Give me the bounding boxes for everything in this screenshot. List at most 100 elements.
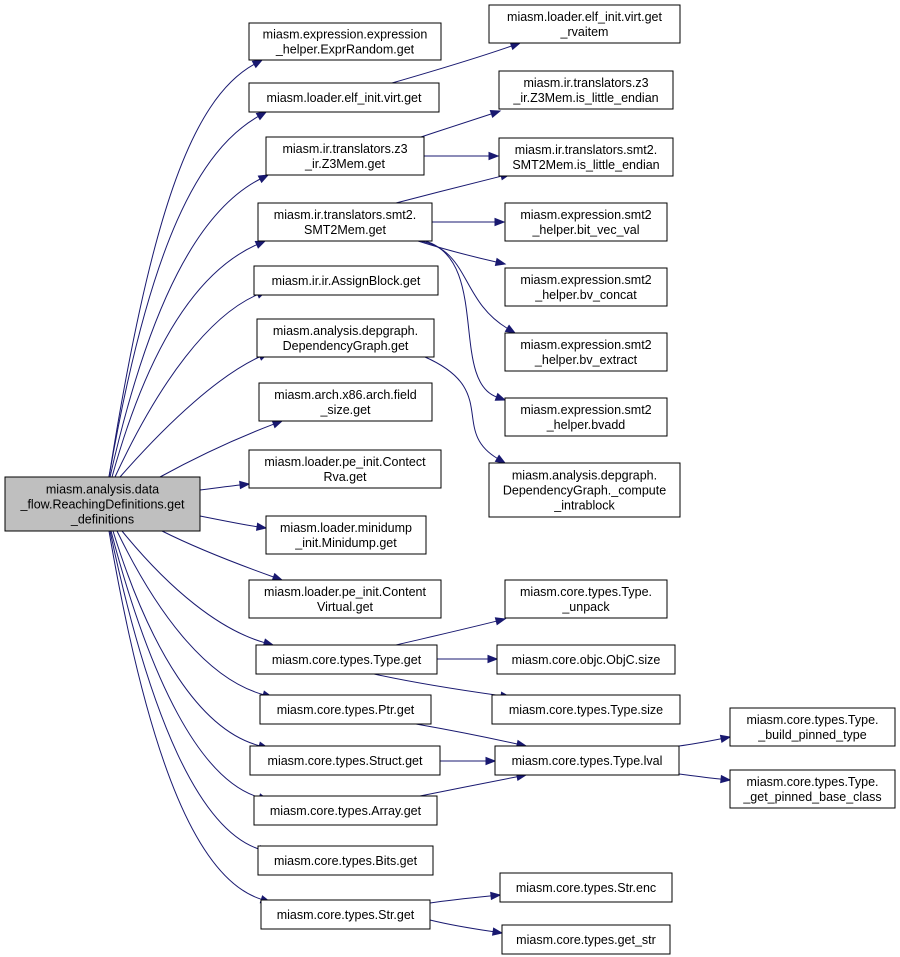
node-label-line: _helper.ExprRandom.get xyxy=(275,43,415,57)
node-array-get[interactable]: miasm.core.types.Array.get xyxy=(253,795,438,826)
node-build-pinned-type[interactable]: miasm.core.types.Type._build_pinned_type xyxy=(729,707,896,747)
node-smt2mem-get[interactable]: miasm.ir.translators.smt2.SMT2Mem.get xyxy=(257,202,433,242)
node-box xyxy=(729,707,896,747)
node-get-pinned-base-class[interactable]: miasm.core.types.Type._get_pinned_base_c… xyxy=(729,769,896,809)
node-label-line: miasm.expression.smt2 xyxy=(520,338,651,352)
node-label-line: DependencyGraph._compute xyxy=(503,484,666,498)
node-bvadd[interactable]: miasm.expression.smt2_helper.bvadd xyxy=(504,397,668,437)
edge-line xyxy=(417,240,497,263)
edge-root-to-content_virtual_get xyxy=(161,530,284,581)
node-label-line: SMT2Mem.is_little_endian xyxy=(512,158,659,172)
node-type-lval[interactable]: miasm.core.types.Type.lval xyxy=(494,745,680,776)
node-label-line: miasm.core.objc.ObjC.size xyxy=(512,653,661,667)
node-assignblock-get[interactable]: miasm.ir.ir.AssignBlock.get xyxy=(253,265,439,296)
arrowhead xyxy=(720,774,732,784)
edge-smt2mem_get-to-bv_concat xyxy=(417,240,507,267)
edge-root-to-expr_random_get xyxy=(108,59,264,478)
node-label-line: miasm.core.types.Type.lval xyxy=(512,754,663,768)
node-label-line: miasm.core.types.Str.enc xyxy=(516,881,656,895)
arrowhead xyxy=(487,654,499,664)
node-box xyxy=(504,202,668,242)
node-label-line: miasm.expression.smt2 xyxy=(520,208,651,222)
node-label-line: miasm.core.types.Type.get xyxy=(272,653,422,667)
node-label-line: _helper.bit_vec_val xyxy=(531,223,639,237)
node-smt2mem-little-endian[interactable]: miasm.ir.translators.smt2.SMT2Mem.is_lit… xyxy=(498,137,674,177)
node-box xyxy=(498,137,674,177)
arrowhead xyxy=(255,111,268,121)
node-box xyxy=(491,694,681,725)
edge-line xyxy=(119,356,261,478)
arrowhead xyxy=(494,257,507,267)
edge-line xyxy=(429,919,494,933)
node-label-line: miasm.arch.x86.arch.field xyxy=(274,388,416,402)
node-ptr-get[interactable]: miasm.core.types.Ptr.get xyxy=(259,694,432,725)
edge-line xyxy=(161,530,274,578)
node-label-line: miasm.core.types.Struct.get xyxy=(268,754,423,768)
node-box xyxy=(259,694,432,725)
edge-z3mem_get-to-z3mem_little_endian xyxy=(420,109,502,138)
node-bits-get[interactable]: miasm.core.types.Bits.get xyxy=(257,845,434,876)
node-label-line: miasm.loader.pe_init.Contect xyxy=(264,455,426,469)
arrowhead xyxy=(494,617,507,626)
node-label-line: _size.get xyxy=(319,403,371,417)
node-label-line: _init.Minidump.get xyxy=(294,536,397,550)
node-x86-field-size-get[interactable]: miasm.arch.x86.arch.field_size.get xyxy=(258,382,433,422)
edge-line xyxy=(159,423,274,478)
edge-line xyxy=(429,895,492,904)
arrowhead xyxy=(257,174,270,184)
edge-smt2mem_get-to-smt2mem_little_endian xyxy=(395,172,512,204)
node-expr-random-get[interactable]: miasm.expression.expression_helper.ExprR… xyxy=(248,22,442,61)
node-z3mem-little-endian[interactable]: miasm.ir.translators.z3_ir.Z3Mem.is_litt… xyxy=(498,70,674,110)
node-bv-concat[interactable]: miasm.expression.smt2_helper.bv_concat xyxy=(504,267,668,307)
edge-depgraph_get-to-compute_intrablock xyxy=(424,356,507,464)
node-label-line: miasm.analysis.depgraph. xyxy=(273,324,418,338)
node-elf-virt-get[interactable]: miasm.loader.elf_init.virt.get xyxy=(248,82,440,113)
node-struct-get[interactable]: miasm.core.types.Struct.get xyxy=(249,745,441,776)
node-box xyxy=(4,476,201,532)
node-type-get[interactable]: miasm.core.types.Type.get xyxy=(255,644,438,675)
node-label-line: miasm.expression.smt2 xyxy=(520,273,651,287)
node-label-line: miasm.loader.minidump xyxy=(280,521,412,535)
node-type-unpack[interactable]: miasm.core.types.Type._unpack xyxy=(504,579,668,619)
node-box xyxy=(499,872,673,903)
edge-struct_get-to-type_lval xyxy=(440,756,497,766)
node-elf-get-rvaitem[interactable]: miasm.loader.elf_init.virt.get_rvaitem xyxy=(488,4,681,44)
node-box xyxy=(488,462,681,518)
node-type-size[interactable]: miasm.core.types.Type.size xyxy=(491,694,681,725)
arrowhead xyxy=(719,734,732,744)
edge-line xyxy=(373,673,502,697)
edge-line xyxy=(678,738,722,747)
node-label-line: miasm.core.types.Ptr.get xyxy=(277,703,415,717)
node-bv-extract[interactable]: miasm.expression.smt2_helper.bv_extract xyxy=(504,332,668,372)
node-label-line: _flow.ReachingDefinitions.get xyxy=(20,498,186,512)
node-label-line: miasm.ir.translators.z3 xyxy=(523,76,648,90)
node-box xyxy=(488,4,681,44)
node-label-line: Rva.get xyxy=(323,470,367,484)
node-box xyxy=(258,382,433,422)
node-label-line: DependencyGraph.get xyxy=(283,339,409,353)
arrowhead xyxy=(491,927,504,936)
node-bit-vec-val[interactable]: miasm.expression.smt2_helper.bit_vec_val xyxy=(504,202,668,242)
node-box xyxy=(257,202,433,242)
node-root: miasm.analysis.data_flow.ReachingDefinit… xyxy=(4,476,201,532)
node-label-line: miasm.loader.pe_init.Content xyxy=(264,585,426,599)
edge-line xyxy=(116,530,264,696)
node-objc-size[interactable]: miasm.core.objc.ObjC.size xyxy=(496,644,676,675)
node-box xyxy=(504,397,668,437)
edge-root-to-z3mem_get xyxy=(109,174,270,478)
node-z3mem-get[interactable]: miasm.ir.translators.z3_ir.Z3Mem.get xyxy=(265,136,425,176)
edge-array_get-to-type_lval xyxy=(419,772,528,797)
node-compute-intrablock[interactable]: miasm.analysis.depgraph.DependencyGraph.… xyxy=(488,462,681,518)
node-get-str[interactable]: miasm.core.types.get_str xyxy=(501,924,671,955)
node-label-line: miasm.loader.elf_init.virt.get xyxy=(507,10,662,24)
node-str-enc[interactable]: miasm.core.types.Str.enc xyxy=(499,872,673,903)
node-label-line: miasm.expression.expression xyxy=(263,28,428,42)
node-box xyxy=(248,22,442,61)
node-depgraph-get[interactable]: miasm.analysis.depgraph.DependencyGraph.… xyxy=(256,318,435,358)
node-str-get[interactable]: miasm.core.types.Str.get xyxy=(260,899,431,930)
node-minidump-get[interactable]: miasm.loader.minidump_init.Minidump.get xyxy=(265,515,427,555)
arrowhead xyxy=(239,480,251,490)
